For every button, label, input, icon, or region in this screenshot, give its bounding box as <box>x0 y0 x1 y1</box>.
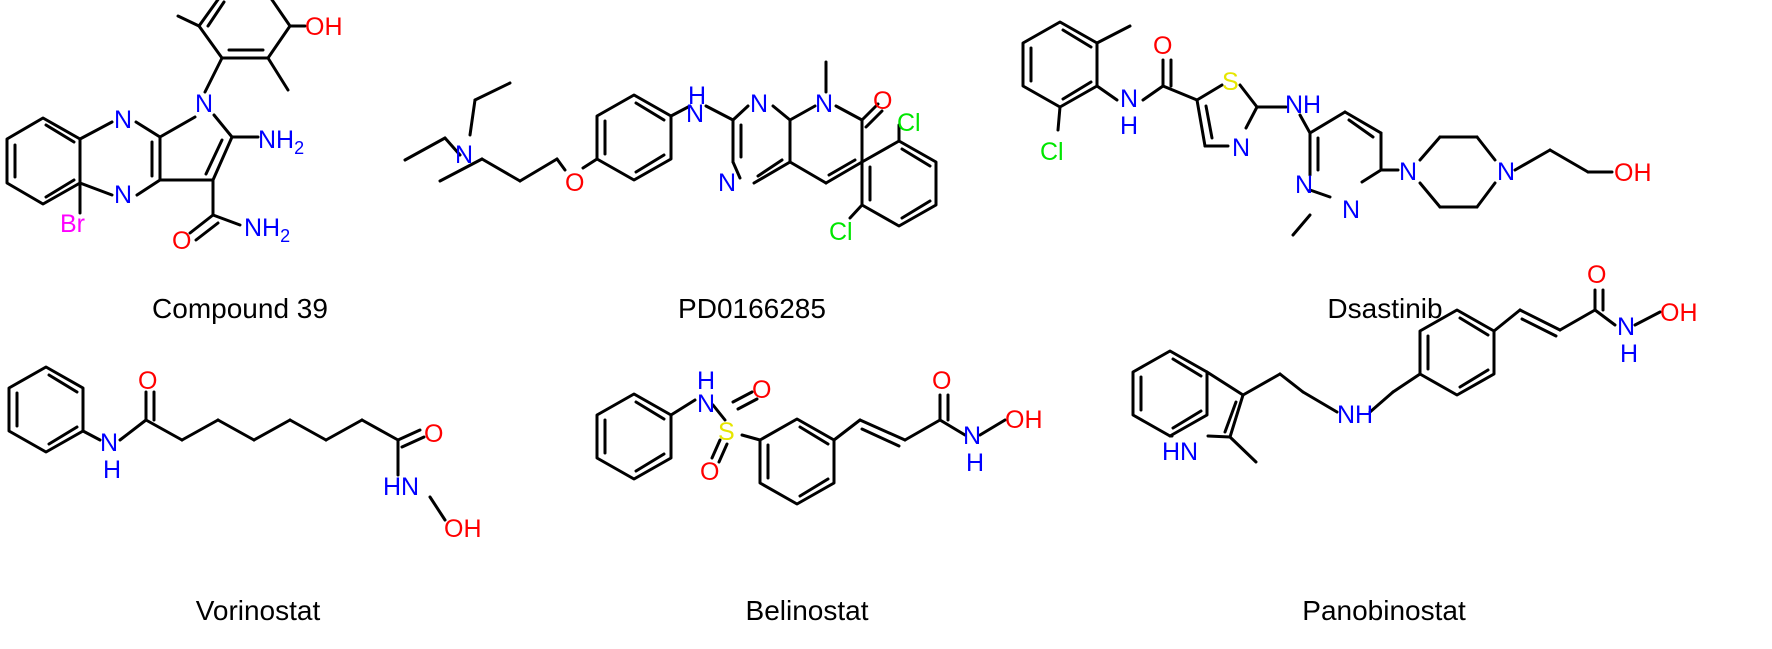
pd0166285-atom-h: H <box>688 82 706 110</box>
dasatinib-atom-n: N <box>1120 85 1138 113</box>
pd0166285-atom-n: N <box>750 90 768 118</box>
dasatinib-atom-o: O <box>1153 32 1172 60</box>
compound-39-atom-o: O <box>172 227 191 255</box>
belinostat-atom-oh: OH <box>1005 406 1043 434</box>
caption-compound-39: Compound 39 <box>152 293 328 324</box>
belinostat-atom-o: O <box>932 367 951 395</box>
belinostat-atom-n: N <box>963 422 981 450</box>
pd0166285-atom-o: O <box>565 169 584 197</box>
compound-39-atom-nh2: NH2 <box>258 126 304 158</box>
caption-vorinostat: Vorinostat <box>196 595 321 626</box>
belinostat-atom-o: O <box>700 458 719 486</box>
compound-39-atom-nh2: NH2 <box>244 214 290 246</box>
belinostat-bonds <box>595 390 1007 506</box>
pd0166285-atom-n: N <box>455 141 473 169</box>
pd0166285-atom-cl: Cl <box>829 218 853 246</box>
vorinostat-bonds <box>7 365 447 522</box>
panobinostat-atom-nh: NH <box>1337 401 1373 429</box>
dasatinib-atom-n: N <box>1342 196 1360 224</box>
pd0166285-atom-n: N <box>815 90 833 118</box>
vorinostat-atom-h: H <box>103 456 121 484</box>
vorinostat-atom-n: N <box>100 429 118 457</box>
pd0166285-atom-cl: Cl <box>897 109 921 137</box>
compound-39-atom-oh: OH <box>305 13 343 41</box>
pd0166285-bonds <box>403 60 938 228</box>
panobinostat-atom-hn: HN <box>1162 438 1198 466</box>
panobinostat-atom-n: N <box>1617 313 1635 341</box>
caption-pd0166285: PD0166285 <box>678 293 826 324</box>
panobinostat-structure: O HN NH N H OH <box>1131 261 1698 466</box>
belinostat-atom-h: H <box>697 367 715 395</box>
dasatinib-atom-n: N <box>1232 134 1250 162</box>
dasatinib-atom-n: N <box>1285 91 1303 119</box>
dasatinib-atom-n: N <box>1497 158 1515 186</box>
compound-39-atom-br: Br <box>60 210 85 238</box>
dasatinib-atom-n: N <box>1399 158 1417 186</box>
panobinostat-atom-h: H <box>1620 340 1638 368</box>
compound-39-atom-n: N <box>195 90 213 118</box>
dasatinib-atom-cl: Cl <box>1040 138 1064 166</box>
dasatinib-atom-h: H <box>1120 112 1138 140</box>
dasatinib-atom-s: S <box>1222 68 1239 96</box>
caption-belinostat: Belinostat <box>746 595 869 626</box>
compound-39-atom-n: N <box>114 181 132 209</box>
pd0166285-atom-n: N <box>686 100 704 128</box>
compound-39-atom-n: N <box>114 106 132 134</box>
belinostat-atom-s: S <box>718 418 735 446</box>
pd0166285-atom-o: O <box>873 87 892 115</box>
vorinostat-atom-o: O <box>138 367 157 395</box>
vorinostat-structure: O N H O HN OH <box>7 365 482 543</box>
pd0166285-structure: H N N N O N O N Cl Cl <box>403 60 938 246</box>
dasatinib-atom-oh: OH <box>1614 159 1652 187</box>
belinostat-atom-h: H <box>966 449 984 477</box>
pd0166285-atom-n: N <box>718 169 736 197</box>
dasatinib-atom-n: N <box>1295 171 1313 199</box>
compound-39-bonds <box>5 0 307 242</box>
caption-dasatinib: Dsastinib <box>1327 293 1442 324</box>
dasatinib-atom-h: H <box>1303 91 1321 119</box>
caption-panobinostat: Panobinostat <box>1302 595 1466 626</box>
belinostat-atom-n: N <box>697 390 715 418</box>
compound-39-structure: OH N N N NH2 Br O NH2 <box>5 0 343 255</box>
panobinostat-atom-o: O <box>1587 261 1606 289</box>
belinostat-structure: H N O S O O N H OH <box>595 367 1043 506</box>
panobinostat-bonds <box>1131 288 1662 464</box>
dasatinib-structure: O S N H Cl N H N N N N N OH <box>1021 20 1652 237</box>
vorinostat-atom-oh: OH <box>444 515 482 543</box>
vorinostat-atom-hn: HN <box>383 473 419 501</box>
vorinostat-atom-o: O <box>424 420 443 448</box>
dasatinib-bonds <box>1021 20 1614 237</box>
belinostat-atom-o: O <box>752 376 771 404</box>
panobinostat-atom-oh: OH <box>1660 299 1698 327</box>
